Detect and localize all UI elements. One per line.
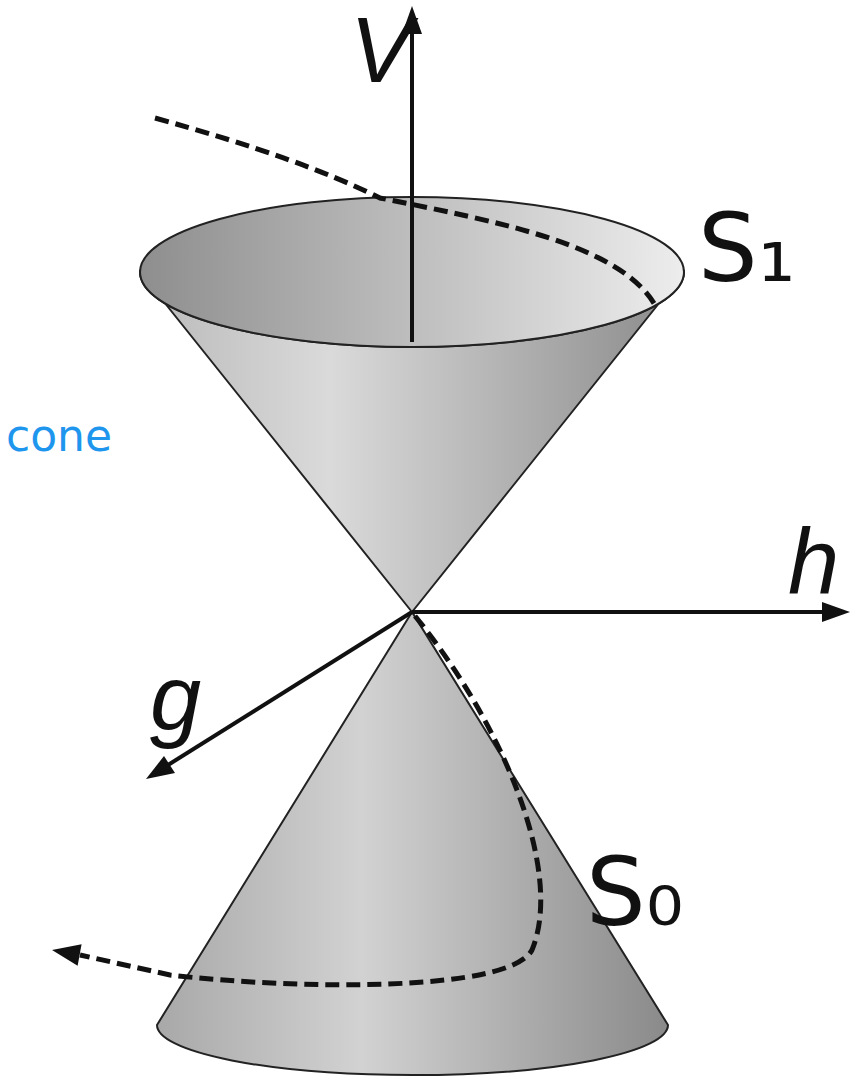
- h-axis: [412, 610, 826, 614]
- g-axis: [168, 612, 412, 765]
- axis-arrowhead: [146, 756, 175, 779]
- dashed-trajectory: [80, 616, 541, 985]
- axis-label: h: [788, 515, 839, 607]
- axis-label: g: [150, 652, 201, 744]
- cone-label: cone: [6, 414, 112, 458]
- dashed-trajectory: [155, 118, 655, 305]
- lower-cone: [157, 612, 668, 1075]
- state-label: S₀: [586, 846, 683, 940]
- state-label: S₁: [698, 202, 795, 296]
- trajectory-arrowhead: [52, 944, 82, 966]
- axis-label: V: [350, 4, 411, 96]
